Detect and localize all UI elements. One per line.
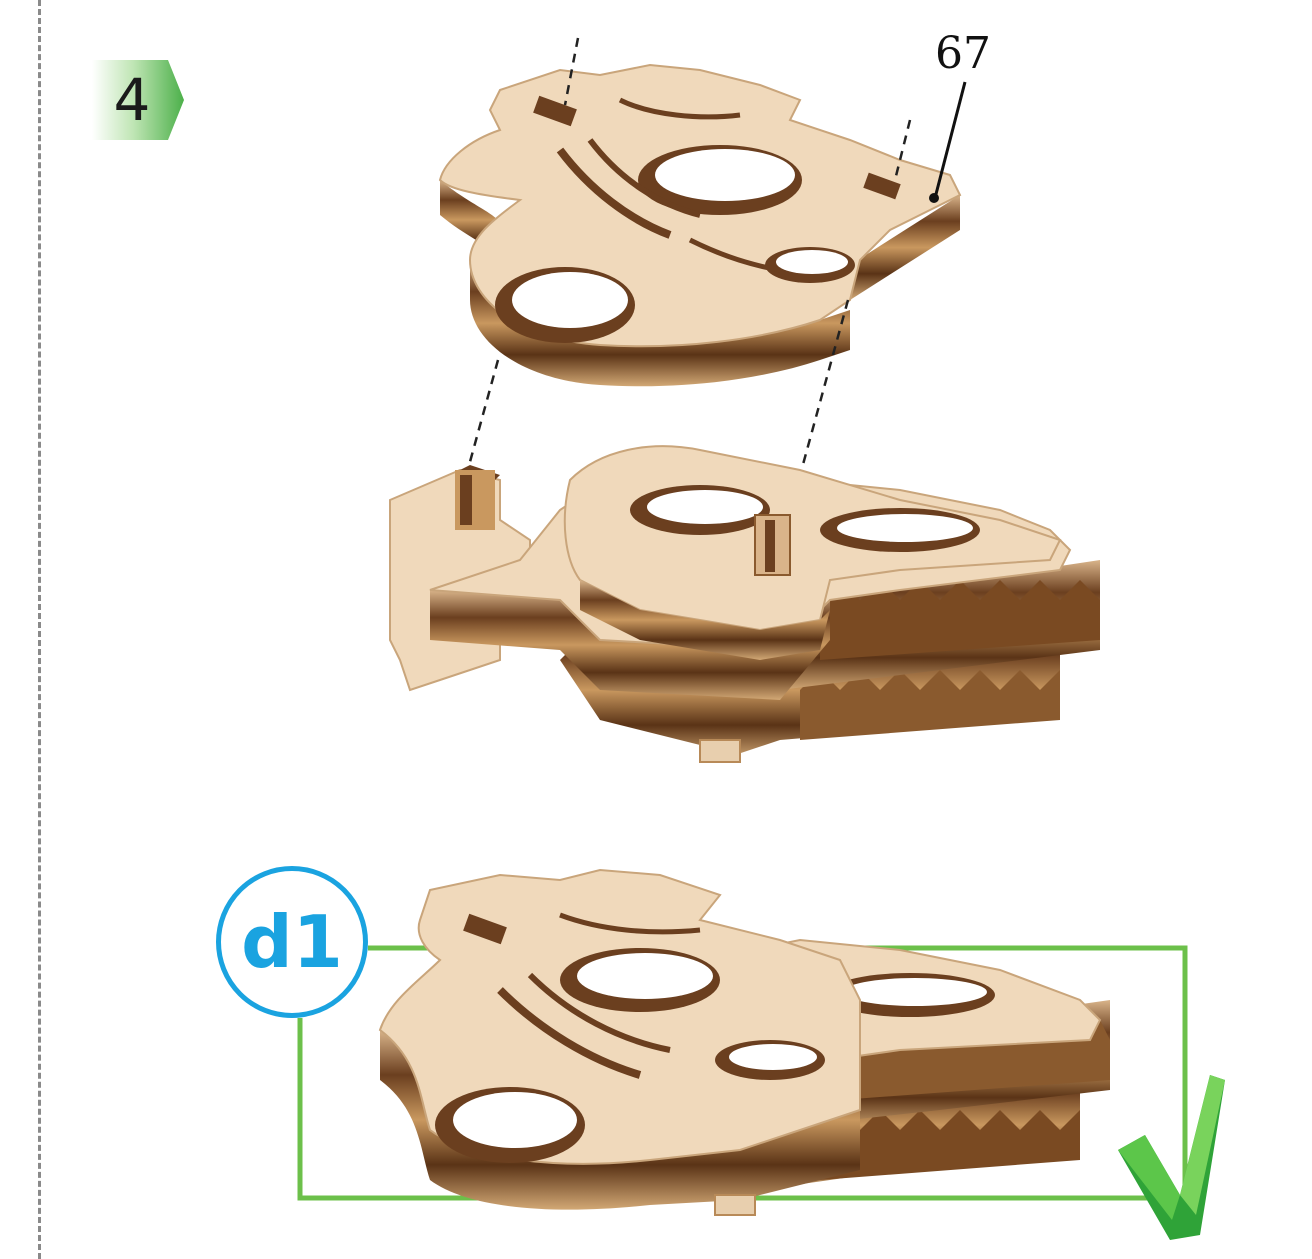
check-code-circle: d1 [216, 866, 368, 1018]
green-checkmark-icon [1118, 1075, 1225, 1240]
check-code-label: d1 [221, 871, 363, 1013]
part-67-skull-plate [440, 65, 960, 386]
middle-skull-assembly [390, 446, 1100, 762]
completed-skull-assembly [380, 870, 1110, 1215]
callout-dot [929, 193, 939, 203]
